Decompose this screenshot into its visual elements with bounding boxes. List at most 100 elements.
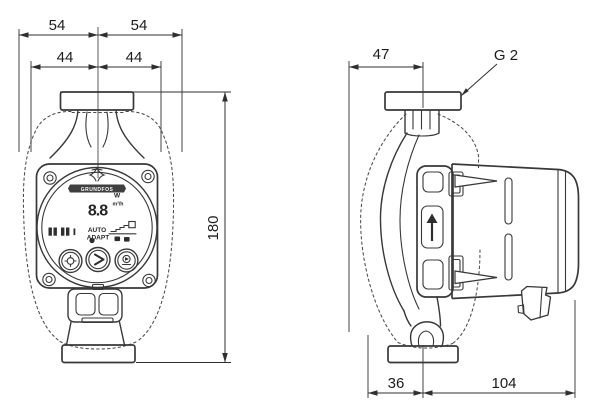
dial-ticks (64, 254, 77, 268)
dial-icon (66, 257, 75, 265)
side-dim-top: 47 (348, 46, 424, 332)
front-dim-top-inner: 44 44 (30, 49, 162, 152)
neck-bottom-arc (404, 132, 440, 137)
vent-slot-top (504, 177, 513, 225)
arrowhead (461, 88, 469, 96)
display-bezel-inner (41, 171, 153, 284)
indicator-bar (73, 228, 76, 236)
unit-watt-label: W (114, 193, 121, 200)
side-dim-bottom: 36 104 (367, 300, 576, 398)
button-face (61, 251, 80, 271)
pump-icon (122, 254, 131, 264)
arrowhead (413, 390, 423, 396)
dashed-outline-left (360, 113, 407, 344)
arrowhead (222, 353, 228, 363)
volute-inner-edge (399, 134, 420, 310)
neck-curve-left (49, 109, 79, 159)
front-control-panel: GRUNDFOS 8.8 W m³/h AUTO ADAPT (35, 163, 159, 289)
arrowhead (31, 64, 41, 70)
arrowhead (413, 64, 423, 70)
vent-slot-bottom (504, 233, 513, 281)
screw-icon (145, 276, 153, 285)
screw-icon (43, 171, 57, 185)
pump-mode-icon (124, 237, 130, 242)
clip-dart-bottom (454, 270, 498, 285)
chevron-icon (94, 253, 105, 266)
button-ring (85, 246, 111, 273)
dashed-outline-left (22, 110, 72, 343)
lower-pipe-left (403, 310, 412, 327)
top-flange (59, 91, 135, 111)
dim-label-44-right: 44 (126, 49, 143, 66)
pump-icon-rotor (125, 257, 129, 261)
ramp-box (128, 220, 136, 229)
arrowhead (565, 390, 575, 396)
screw-icon (144, 172, 152, 181)
dashed-outline-bottom (397, 341, 454, 349)
indicator-bar (66, 227, 70, 236)
side-pump-body (379, 91, 462, 364)
thread-callout: G 2 (461, 47, 518, 96)
mode-label-line1: AUTO (88, 227, 106, 234)
clip-dart-top (454, 174, 498, 188)
screw-icon (46, 174, 54, 182)
arrowhead (19, 32, 29, 38)
screw-icon (42, 272, 56, 287)
grundfos-emblem-icon (88, 167, 106, 182)
side-motor-housing (416, 163, 580, 321)
front-dim-top-outer: 54 54 (18, 17, 183, 152)
arrowhead (98, 64, 108, 70)
control-box-window-top (422, 171, 444, 193)
dashed-outline-right-bottom (451, 249, 481, 345)
arrowhead (222, 92, 228, 102)
button-face (117, 251, 136, 270)
unit-flow-label: m³/h (113, 202, 124, 208)
lower-pipe-right (436, 296, 442, 327)
speed-indicator-bars (48, 227, 76, 236)
dim-label-104: 104 (491, 375, 516, 392)
neck-curve-right (115, 109, 145, 159)
arrowhead (423, 390, 433, 396)
mode-label-line2: ADAPT (87, 235, 109, 242)
cable-gland-seam (539, 287, 543, 319)
display-value: 8.8 (88, 203, 108, 220)
pump-mode-icons (114, 236, 130, 242)
ramp-steps (110, 224, 129, 233)
button-ring (114, 248, 139, 273)
button-ring (58, 248, 83, 274)
button-face (88, 249, 108, 270)
brand-label: GRUNDFOS (81, 187, 114, 193)
screw-icon (45, 275, 53, 284)
arrowhead (172, 32, 182, 38)
control-box-window-bottom (422, 259, 444, 290)
union-nut-inner (417, 330, 435, 347)
pump-mode-icon (114, 236, 121, 242)
arrowhead (98, 32, 108, 38)
dashed-outline-right-top (437, 113, 480, 169)
side-dashed-outline (360, 113, 481, 349)
status-led-dot (89, 237, 95, 244)
terminal-window-left (75, 292, 96, 316)
dim-label-54-right: 54 (131, 17, 148, 34)
corner-screws (42, 169, 156, 288)
thread-lines (412, 109, 431, 130)
stator-housing (451, 163, 580, 300)
arrowhead (88, 64, 98, 70)
dim-label-36: 36 (388, 375, 405, 392)
arrowhead (368, 390, 378, 396)
performance-scale-icon (108, 220, 137, 235)
flow-arrow-icon (426, 213, 438, 223)
lower-neck-right (118, 321, 126, 346)
brand-banner (68, 184, 126, 193)
arrowhead (349, 64, 359, 70)
indicator-bar (48, 227, 52, 236)
dim-label-54-left: 54 (49, 17, 66, 34)
panel-button-left (58, 248, 83, 274)
cable-gland-foot (517, 304, 525, 315)
front-pump-body (49, 91, 145, 364)
arrow-plate (420, 205, 444, 249)
panel-button-select (85, 246, 111, 273)
neck-inner-right (102, 111, 109, 148)
